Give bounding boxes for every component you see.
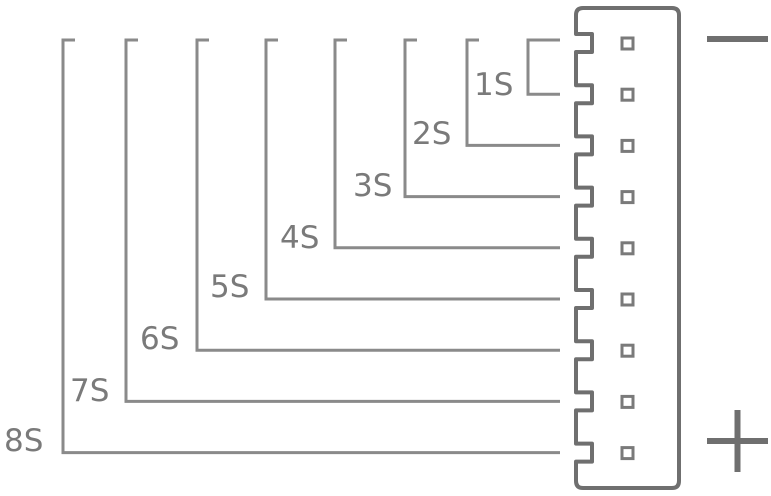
connector-pin-6 (620, 292, 635, 307)
wire-8s (61, 38, 560, 455)
tap-label-1s: 1S (474, 67, 513, 103)
connector-pin-1 (620, 36, 635, 51)
balance-connector (574, 6, 681, 490)
wire-6s (195, 38, 560, 352)
connector-pin-9 (620, 446, 635, 461)
tap-label-3s: 3S (353, 168, 392, 204)
tap-label-2s: 2S (412, 116, 451, 152)
wire-7s (124, 38, 560, 403)
tap-label-4s: 4S (280, 220, 319, 256)
wire-2s (465, 38, 560, 147)
connector-pin-8 (620, 394, 635, 409)
wire-3s (403, 38, 560, 199)
connector-pin-5 (620, 241, 635, 256)
wire-4s (333, 38, 560, 250)
connector-pin-3 (620, 138, 635, 153)
tap-label-5s: 5S (210, 269, 249, 305)
wire-1s (526, 38, 560, 96)
positive-terminal-icon (707, 410, 768, 472)
wire-5s (264, 38, 560, 301)
tap-label-8s: 8S (4, 423, 43, 459)
connector-pin-4 (620, 190, 635, 205)
connector-pin-7 (620, 343, 635, 358)
tap-label-7s: 7S (70, 373, 109, 409)
tap-labels: 1S 2S 3S 4S 5S 6S 7S 8S (4, 67, 513, 459)
connector-pin-2 (620, 87, 635, 102)
balance-wires (61, 38, 560, 455)
tap-label-6s: 6S (140, 321, 179, 357)
